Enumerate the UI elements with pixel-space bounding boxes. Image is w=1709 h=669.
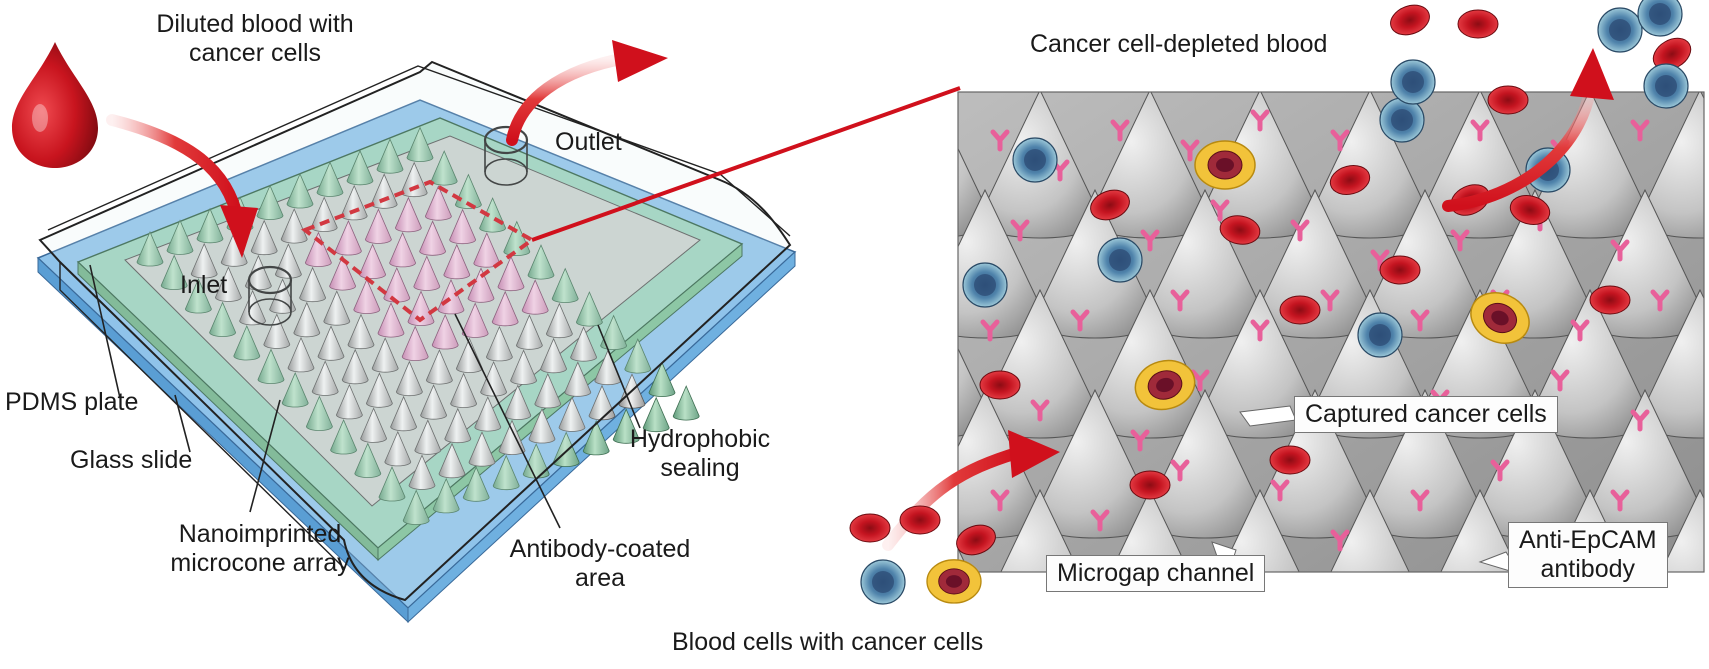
outlet-port [483, 125, 529, 186]
white-blood-cell-icon [1097, 237, 1143, 283]
inlet-flow-arrow [106, 114, 244, 226]
label-antibody-coated-area: Antibody-coated area [509, 535, 691, 592]
red-blood-cell-icon [1279, 295, 1321, 325]
label-blood-cells-with-cancer: Blood cells with cancer cells [672, 628, 984, 656]
microcone-icon [1110, 488, 1190, 572]
label-inlet: Inlet [180, 271, 228, 299]
microcone-icon [1000, 488, 1080, 572]
red-blood-cell-icon [1269, 445, 1311, 475]
microcone-icon [1220, 488, 1300, 572]
microcone-icon [672, 385, 700, 421]
white-blood-cell-icon [1379, 97, 1425, 143]
red-blood-cell-icon [1129, 470, 1171, 500]
inlet-port [247, 265, 293, 326]
white-blood-cell-icon [1012, 137, 1058, 183]
antibody-coated-area-outline [300, 179, 536, 323]
red-blood-cell-icon [1379, 255, 1421, 285]
label-diluted-blood: Diluted blood with cancer cells [156, 10, 354, 67]
label-nanoimprinted-array: Nanoimprinted microcone array [170, 520, 350, 577]
label-hydrophobic-sealing: Hydrophobic sealing [629, 425, 771, 482]
outlet-flow-arrow [506, 52, 632, 146]
white-blood-cell-icon [1357, 312, 1403, 358]
white-blood-cell-icon [962, 262, 1008, 308]
red-blood-cell-icon [979, 370, 1021, 400]
blood-drop-icon [12, 42, 98, 168]
label-glass-slide: Glass slide [70, 446, 193, 474]
cancer-cell-icon [1194, 140, 1256, 190]
label-cancer-depleted-blood: Cancer cell-depleted blood [1030, 30, 1328, 58]
microcone-icon [1440, 488, 1520, 572]
label-outlet: Outlet [555, 128, 622, 156]
label-pdms-plate: PDMS plate [5, 388, 139, 416]
zoom-connector-line [531, 86, 961, 242]
label-anti-epcam-antibody: Anti-EpCAM antibody [1508, 522, 1668, 588]
microcone-icon [1660, 488, 1704, 572]
microcone-icon [1330, 488, 1410, 572]
red-blood-cell-icon [1589, 285, 1631, 315]
incoming-cells-arrow [882, 446, 1026, 551]
depleted-flow-arrow [1442, 84, 1596, 212]
label-microgap-channel: Microgap channel [1046, 555, 1266, 592]
label-captured-cancer-cells: Captured cancer cells [1294, 396, 1558, 433]
